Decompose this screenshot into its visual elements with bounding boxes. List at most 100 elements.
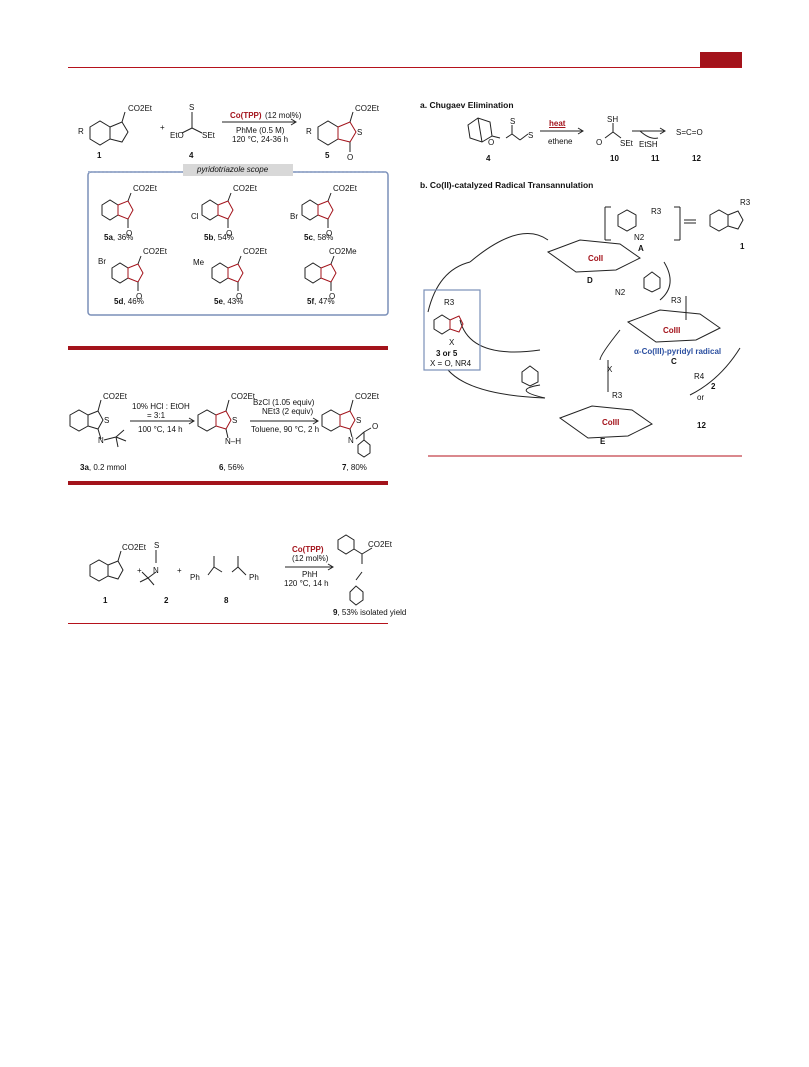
chugaev-heat: heat [549, 119, 566, 128]
scope-5f-caption: 5f, 47% [307, 297, 335, 306]
s3-plus-1: + [137, 566, 142, 575]
chugaev-s: S [510, 117, 516, 126]
s3-2-s: S [154, 541, 160, 550]
scope-5e-o: O [236, 292, 243, 301]
s2-cond2a: BzCl (1.05 equiv) [253, 398, 315, 407]
divider-bar-2 [68, 481, 388, 485]
s2-6-s: S [232, 416, 238, 425]
s3-2-n: N [153, 566, 159, 575]
cycle-label-E: E [600, 437, 606, 446]
chugaev-etsh: EtSH [639, 140, 658, 149]
cycle-label-A: A [638, 244, 644, 253]
s2-7-co2et: CO2Et [355, 392, 380, 401]
chugaev-sh: SH [607, 115, 619, 124]
s2-cond1b: = 3:1 [147, 411, 166, 420]
s2-3a-n: N [98, 436, 104, 445]
s2-cond1a: 10% HCl : EtOH [132, 402, 190, 411]
s3-9-co2et: CO2Et [368, 540, 393, 549]
s3-plus-2: + [177, 566, 182, 575]
s1-co2et-5: CO2Et [355, 104, 380, 113]
scope-5d-co2et: CO2Et [143, 247, 168, 256]
divider-bar-1 [68, 346, 388, 350]
s1-catalyst-load: (12 mol%) [265, 111, 302, 120]
s2-7-n: N [348, 436, 354, 445]
s1-co2et-1: CO2Et [128, 104, 153, 113]
s3-temp: 120 °C, 14 h [284, 579, 329, 588]
chugaev-label-11: 11 [651, 154, 660, 163]
cycle-co2: CoII [588, 254, 604, 263]
scope-5b-co2et: CO2Et [233, 184, 258, 193]
s2-cond2c: Toluene, 90 °C, 2 h [251, 425, 320, 434]
s2-7-s: S [356, 416, 362, 425]
cycle-radical-label: α-Co(III)-pyridyl radical [634, 347, 722, 356]
scope-5c-co2et: CO2Et [333, 184, 358, 193]
cycle-co3-e: CoIII [602, 418, 620, 427]
s2-3a-co2et: CO2Et [103, 392, 128, 401]
s1-catalyst: Co(TPP) [230, 111, 262, 120]
scope-5d-o: O [136, 292, 143, 301]
s3-8-ph-left: Ph [190, 573, 200, 582]
scope-5b-o: O [226, 229, 233, 238]
scope-5c-o: O [326, 229, 333, 238]
chugaev-ethene: ethene [548, 137, 573, 146]
s3-8-ph-right: Ph [249, 573, 259, 582]
scope-5a-o: O [126, 229, 133, 238]
s3-catalyst-load: (12 mol%) [292, 554, 329, 563]
scope-5a-co2et: CO2Et [133, 184, 158, 193]
box-x: X [449, 338, 455, 347]
scope-5e-me: Me [193, 258, 205, 267]
box-label-3-or-5: 3 or 5 [436, 349, 458, 358]
chugaev-set: SEt [620, 139, 633, 148]
cycle-n2-release: N2 [615, 288, 626, 297]
cycle-n2-a: N2 [634, 233, 645, 242]
cycle-r3-e: R3 [612, 391, 623, 400]
cycle-r3-a: R3 [651, 207, 662, 216]
cycle-x-e: X [607, 365, 613, 374]
s1-label-4: 4 [189, 151, 194, 160]
cycle-r3-c: R3 [671, 296, 682, 305]
box-r3: R3 [444, 298, 455, 307]
chugaev-label-10: 10 [610, 154, 619, 163]
scope-5a-caption: 5a, 36% [104, 233, 134, 242]
s1-label-1: 1 [97, 151, 102, 160]
chugaev-label-12: 12 [692, 154, 701, 163]
s2-3a-s: S [104, 416, 110, 425]
section-b-title: b. Co(II)-catalyzed Radical Transannulat… [420, 180, 594, 190]
scope-5d-caption: 5d, 46% [114, 297, 144, 306]
chugaev-o2: O [596, 138, 603, 147]
s2-3a-caption: 3a, 0.2 mmol [80, 463, 127, 472]
divider-rule-3 [68, 623, 388, 624]
s3-label-2: 2 [164, 596, 169, 605]
scope-5d-br: Br [98, 257, 106, 266]
s1-s-thione: S [189, 103, 195, 112]
chugaev-s2: S [528, 131, 534, 140]
s3-solvent: PhH [302, 570, 318, 579]
scope-5e-co2et: CO2Et [243, 247, 268, 256]
chugaev-cos: S=C=O [676, 128, 703, 137]
s2-7-caption: 7, 80% [342, 463, 367, 472]
cycle-co3-c: CoIII [663, 326, 681, 335]
cycle-or: or [697, 393, 705, 402]
scope-5b-caption: 5b, 54% [204, 233, 234, 242]
box-x-def: X = O, NR4 [430, 359, 472, 368]
cycle-label-1: 1 [740, 242, 745, 251]
scope-5e-caption: 5e, 43% [214, 297, 244, 306]
s1-eto: EtO [170, 131, 184, 140]
s2-cond1c: 100 °C, 14 h [138, 425, 183, 434]
cycle-label-C: C [671, 357, 677, 366]
section-a-title: a. Chugaev Elimination [420, 100, 514, 110]
scope-5c-caption: 5c, 58% [304, 233, 334, 242]
s1-r-5: R [306, 127, 312, 136]
scope-5f-co2me: CO2Me [329, 247, 357, 256]
scope-5f-o: O [329, 292, 336, 301]
s3-9-caption: 9, 53% isolated yield [333, 608, 407, 617]
s2-6-nh: N‒H [225, 437, 242, 446]
cycle-label-12: 12 [697, 421, 706, 430]
s2-6-co2et: CO2Et [231, 392, 256, 401]
s1-plus: + [160, 123, 165, 132]
cycle-label-D: D [587, 276, 593, 285]
